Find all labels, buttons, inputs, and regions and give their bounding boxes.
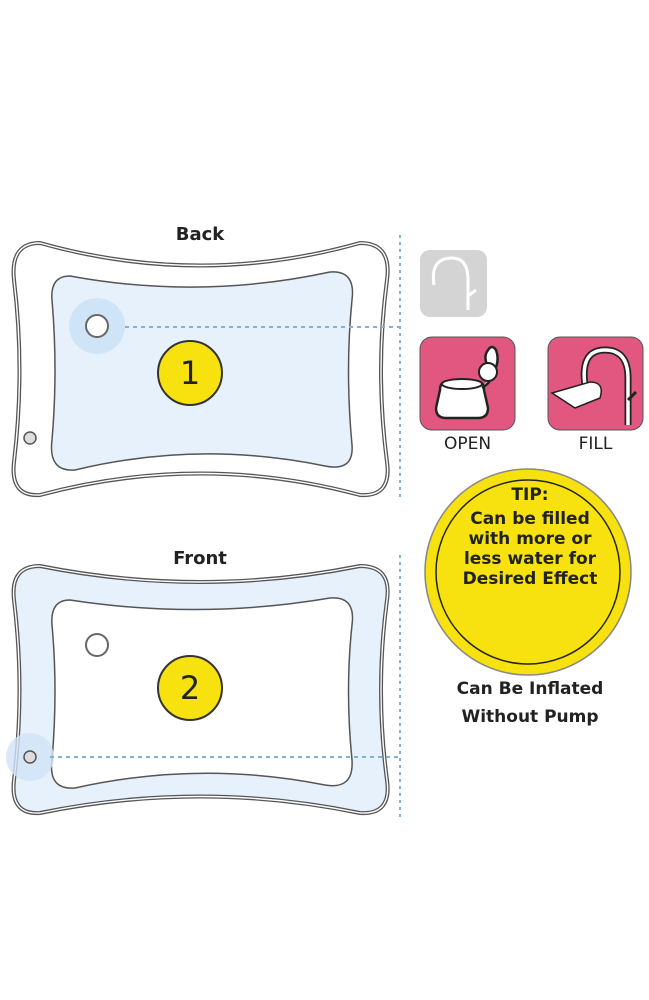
tip-text: TIP: Can be filled with more or less wat… (430, 485, 630, 589)
plug-icon (23, 431, 37, 445)
fill-label: FILL (578, 434, 613, 454)
step-1-badge (157, 340, 223, 406)
back-mat (11, 240, 400, 498)
open-step-icon (419, 336, 516, 431)
front-mat (6, 563, 400, 816)
valve-icon (85, 314, 109, 338)
tip-line: Can be filled (470, 509, 590, 529)
faucet-icon (420, 250, 487, 317)
open-label: OPEN (443, 434, 492, 454)
tip-line: less water for (463, 549, 597, 569)
plug-icon (23, 750, 37, 764)
front-title: Front (173, 548, 227, 569)
tip-badge (424, 468, 632, 676)
tip-line: with more or (468, 529, 592, 549)
inflate-note-line2: Without Pump (461, 707, 599, 727)
fill-step-icon (547, 336, 644, 431)
inflate-note-line1: Can Be Inflated (456, 679, 604, 699)
tip-line: Desired Effect (462, 569, 598, 589)
valve-icon (85, 633, 109, 657)
step-2-badge (157, 655, 223, 721)
back-title: Back (175, 224, 225, 245)
step-1-label: 1 (179, 354, 201, 392)
step-2-label: 2 (179, 669, 201, 707)
tip-title: TIP: (511, 485, 549, 505)
